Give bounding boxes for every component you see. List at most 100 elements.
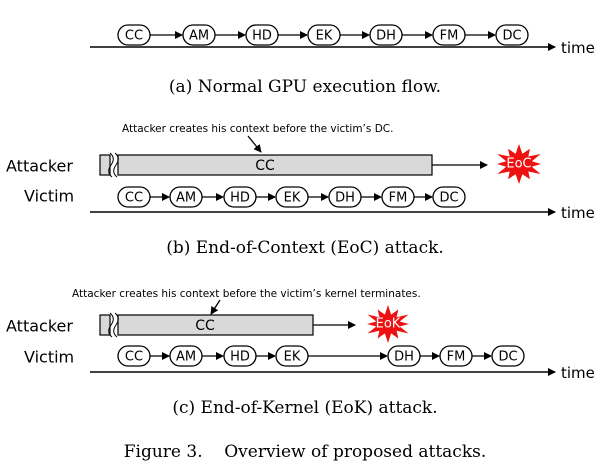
node-label: AM [176, 350, 196, 365]
note-c: Attacker creates his context before the … [72, 288, 421, 300]
node-box [117, 186, 151, 208]
node-label: HD [230, 350, 250, 365]
burst-label: EoC [506, 157, 531, 172]
flow-node: DC [432, 186, 466, 208]
node-box [439, 345, 473, 367]
flow-node: EK [307, 24, 341, 46]
flow-node: HD [223, 345, 257, 367]
flow-node: AM [169, 186, 203, 208]
note-pointer [247, 135, 262, 153]
break-mark [113, 312, 119, 338]
node-box [223, 345, 257, 367]
node-label: DC [502, 29, 521, 44]
node-box [432, 24, 466, 46]
time-label: time [561, 39, 595, 57]
flow-node: EK [275, 345, 309, 367]
caption-c: (c) End-of-Kernel (EoK) attack. [172, 398, 437, 418]
flow-node: DH [328, 186, 362, 208]
flow-node: HD [245, 24, 279, 46]
break-mark [113, 152, 119, 178]
flow-node: HD [223, 186, 257, 208]
context-label: CC [255, 158, 275, 174]
node-box [275, 345, 309, 367]
victim-label: Victim [24, 348, 74, 367]
node-label: DH [394, 350, 414, 365]
node-label: HD [252, 29, 272, 44]
node-label: HD [230, 191, 250, 206]
node-label: CC [125, 350, 143, 365]
attacker-label: Attacker [6, 317, 73, 336]
node-label: AM [189, 29, 209, 44]
flow-node: AM [182, 24, 216, 46]
eoc-burst: EoC [497, 144, 541, 184]
node-box [117, 345, 151, 367]
node-box [495, 24, 529, 46]
node-label: EK [284, 350, 301, 365]
flow-node: CC [117, 345, 151, 367]
node-label: FM [389, 191, 408, 206]
node-label: DC [439, 191, 458, 206]
explosion-icon [367, 305, 409, 343]
node-label: DH [376, 29, 396, 44]
panel-c: Attacker creates his context before the … [6, 288, 595, 418]
flow-node: DH [369, 24, 403, 46]
flow-node: DC [491, 345, 525, 367]
caption-b: (b) End-of-Context (EoC) attack. [166, 238, 444, 258]
flow-node: DH [387, 345, 421, 367]
panel-a: time CC AM HD EK DH FM DC (a) Normal GPU execu… [90, 24, 595, 97]
node-label: FM [440, 29, 459, 44]
node-box [169, 186, 203, 208]
break-mark [108, 312, 114, 338]
attacker-context-bar: CC [99, 152, 433, 178]
flow-node: CC [117, 186, 151, 208]
time-label: time [561, 204, 595, 222]
victim-label: Victim [24, 187, 74, 206]
flow-node: CC [117, 24, 151, 46]
node-box [387, 345, 421, 367]
flow-a: CC AM HD EK DH FM DC [117, 24, 529, 46]
note-pointer [210, 299, 221, 315]
attacker-label: Attacker [6, 157, 73, 176]
node-box [491, 345, 525, 367]
node-label: EK [316, 29, 333, 44]
node-label: EK [284, 191, 301, 206]
node-box [182, 24, 216, 46]
node-box [307, 24, 341, 46]
figure-caption: Figure 3. Overview of proposed attacks. [124, 442, 487, 462]
flow-node: DC [495, 24, 529, 46]
bar-body [117, 154, 433, 176]
note-b: Attacker creates his context before the … [122, 123, 393, 135]
flow-node: AM [169, 345, 203, 367]
flow-node: EK [275, 186, 309, 208]
node-box [223, 186, 257, 208]
time-label: time [561, 364, 595, 382]
eok-burst: EoK [367, 305, 409, 343]
node-box [328, 186, 362, 208]
panel-b: Attacker creates his context before the … [6, 123, 595, 258]
bar-stub [99, 154, 111, 176]
node-box [369, 24, 403, 46]
caption-a: (a) Normal GPU execution flow. [169, 77, 441, 97]
break-mark [108, 152, 114, 178]
node-label: FM [447, 350, 466, 365]
node-label: AM [176, 191, 196, 206]
node-label: CC [125, 191, 143, 206]
context-label: CC [195, 318, 215, 334]
node-box [245, 24, 279, 46]
flow-c: CC AM HD EK DH FM DC [117, 345, 525, 367]
bar-stub [99, 314, 111, 336]
node-label: DC [498, 350, 517, 365]
flow-node: FM [439, 345, 473, 367]
node-box [169, 345, 203, 367]
node-box [275, 186, 309, 208]
flow-b: CC AM HD EK DH FM DC [117, 186, 466, 208]
node-label: DH [335, 191, 355, 206]
node-box [432, 186, 466, 208]
node-box [381, 186, 415, 208]
node-box [117, 24, 151, 46]
burst-label: EoK [376, 317, 401, 332]
flow-node: FM [432, 24, 466, 46]
bar-body [117, 314, 314, 336]
attacker-context-bar: CC [99, 312, 314, 338]
